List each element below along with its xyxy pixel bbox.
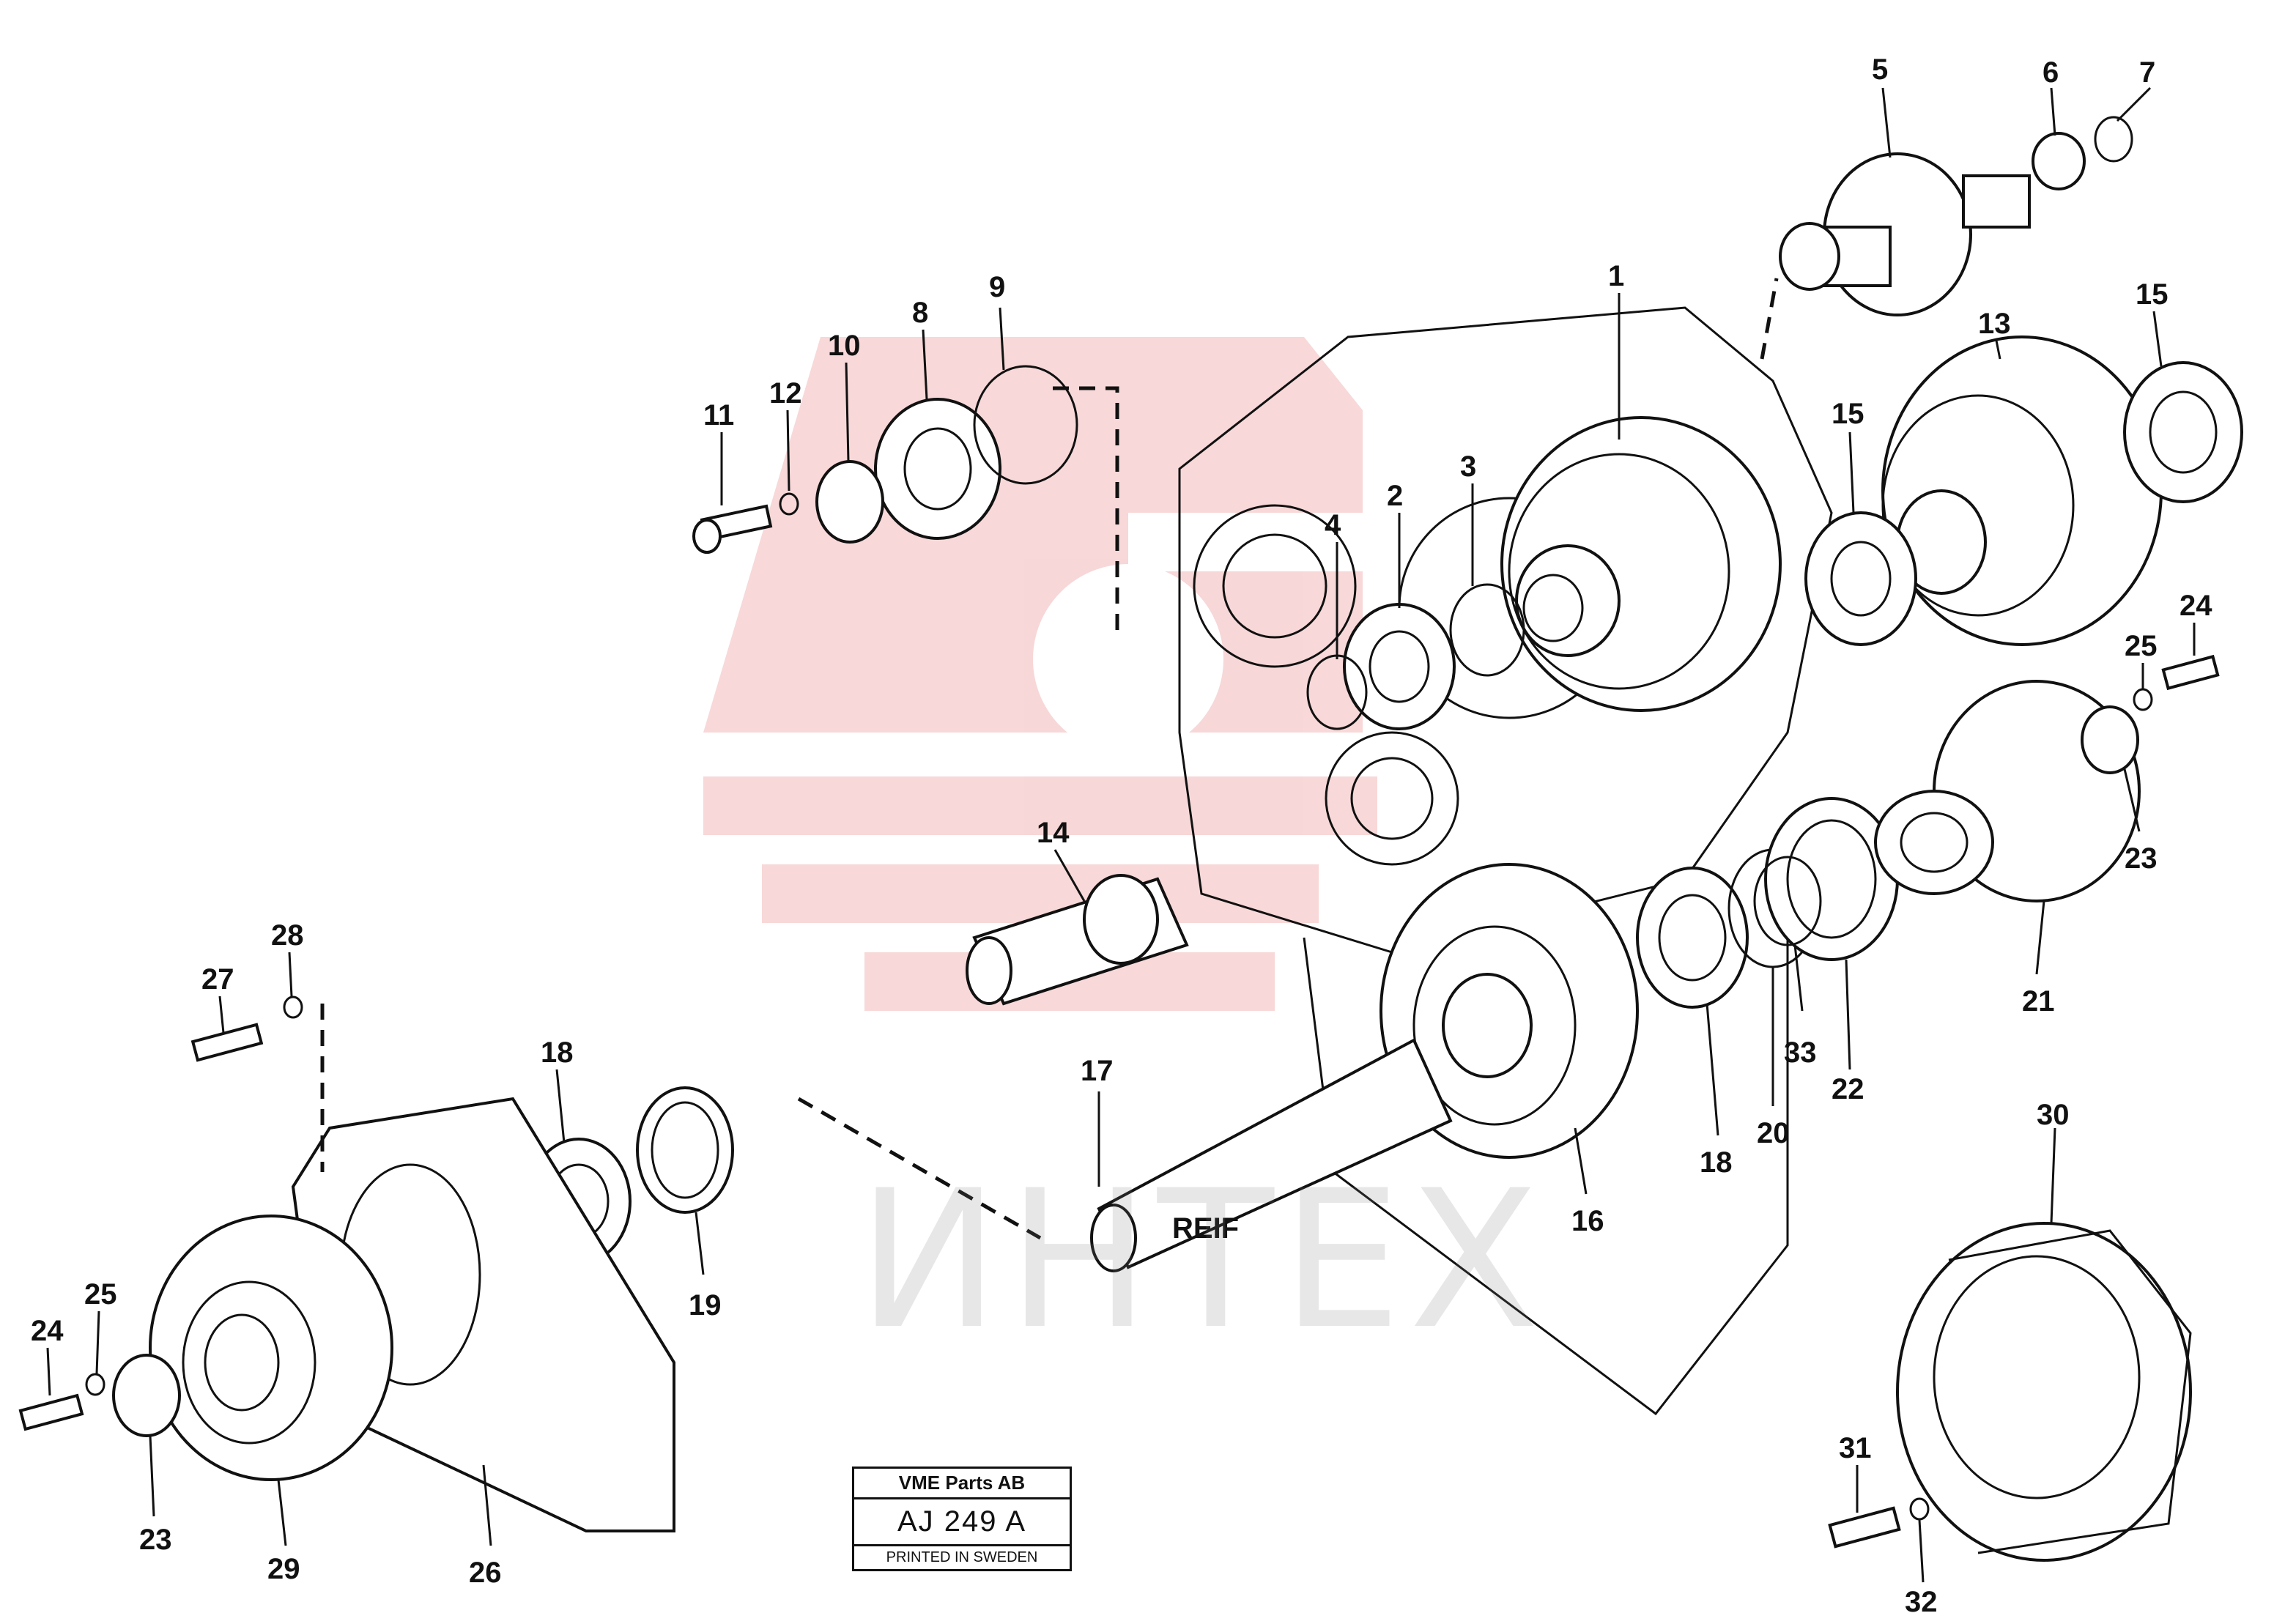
ring-part-33	[1753, 856, 1822, 946]
callout-25-right: 25	[2125, 630, 2158, 662]
bolt-part-11	[692, 504, 773, 554]
assembly-dashed-lines	[320, 278, 1779, 1240]
callout-19: 19	[689, 1289, 722, 1321]
callout-21: 21	[2022, 985, 2055, 1017]
stamp-company: VME Parts AB	[854, 1469, 1070, 1499]
callout-32: 32	[1905, 1586, 1938, 1618]
callout-2: 2	[1387, 480, 1403, 512]
seal-ring-part-19	[636, 1086, 734, 1214]
callout-4: 4	[1325, 509, 1341, 541]
callout-6: 6	[2043, 56, 2059, 89]
callout-13: 13	[1978, 308, 2011, 340]
leader-lines	[46, 86, 2196, 1583]
stamp-drawing-code: AJ 249 A	[854, 1499, 1070, 1546]
callout-28: 28	[271, 919, 304, 952]
watermark-text: ИНТЕХ	[857, 1150, 1547, 1371]
shaft-marking: REIF	[1172, 1212, 1239, 1245]
washer-part-12	[779, 492, 799, 516]
washer-part-25-right	[2133, 688, 2153, 711]
pinion-gear-part-5	[1779, 152, 2031, 316]
callout-18-right: 18	[1700, 1146, 1733, 1179]
callout-30: 30	[2037, 1099, 2070, 1131]
bearing-part-18-right	[1636, 867, 1749, 1009]
washer-part-25-left	[85, 1373, 105, 1396]
callout-23-left: 23	[139, 1524, 172, 1556]
callout-11: 11	[703, 399, 734, 431]
callout-7: 7	[2139, 56, 2155, 89]
callout-23-right: 23	[2125, 842, 2158, 875]
washer-part-32	[1909, 1497, 1930, 1521]
washer-part-23-right	[2081, 705, 2139, 774]
callout-17: 17	[1081, 1055, 1114, 1087]
cap-part-6	[2032, 132, 2086, 190]
callout-27: 27	[201, 963, 234, 995]
callout-12: 12	[769, 377, 802, 409]
callout-24-left: 24	[31, 1315, 64, 1347]
bearing-part-2	[1343, 603, 1456, 730]
washer-part-28	[283, 995, 303, 1019]
callout-29: 29	[267, 1553, 300, 1585]
o-ring-part-7	[2094, 116, 2133, 163]
callout-26: 26	[469, 1557, 502, 1589]
watermark-logo	[703, 337, 1377, 1011]
callout-16: 16	[1571, 1205, 1604, 1237]
seal-part-22	[1764, 797, 1899, 961]
title-stamp: VME Parts AB AJ 249 A PRINTED IN SWEDEN	[852, 1467, 1072, 1571]
callout-25-left: 25	[84, 1278, 117, 1310]
circlip-part-9	[973, 365, 1078, 485]
callout-8: 8	[912, 297, 928, 329]
bearing-part-8	[874, 398, 1001, 540]
shaft-part-17: REIF	[1090, 1038, 1453, 1272]
callout-14: 14	[1037, 817, 1070, 849]
gear-part-13	[1881, 335, 2163, 646]
callout-10: 10	[828, 330, 861, 362]
bolt-part-24-right	[2161, 654, 2220, 691]
washer-part-23-left	[112, 1354, 181, 1437]
bearing-part-15-left	[1804, 511, 1917, 646]
callout-3: 3	[1460, 451, 1476, 483]
callout-labels: 1 2 3 4 5 6 7 8 9 10 11 12 13 14 15 15 1…	[31, 53, 2212, 1618]
bolt-part-31	[1828, 1506, 1901, 1549]
circlip-part-3	[1449, 583, 1525, 677]
callout-15-left: 15	[1832, 398, 1864, 430]
bearing-part-15-right	[2123, 361, 2243, 503]
gear-part-1	[1500, 416, 1782, 712]
callout-22: 22	[1832, 1073, 1864, 1105]
callout-15-right: 15	[2136, 278, 2169, 311]
cover-part-30	[1896, 1222, 2192, 1562]
bolt-part-24-left	[18, 1393, 84, 1431]
shaft-part-14	[966, 874, 1189, 1006]
callout-33: 33	[1784, 1037, 1817, 1069]
flange-part-29	[149, 1215, 393, 1481]
callout-31: 31	[1839, 1432, 1872, 1464]
callout-24-right: 24	[2180, 590, 2212, 622]
callout-9: 9	[989, 271, 1005, 303]
bolt-part-27	[190, 1023, 264, 1062]
gear-part-16	[1379, 863, 1639, 1159]
stamp-printed-note: PRINTED IN SWEDEN	[886, 1549, 1038, 1565]
callout-1: 1	[1608, 260, 1624, 292]
callout-5: 5	[1872, 53, 1888, 86]
callout-18-left: 18	[541, 1037, 574, 1069]
callout-20: 20	[1757, 1117, 1790, 1149]
washer-part-10	[815, 460, 884, 544]
